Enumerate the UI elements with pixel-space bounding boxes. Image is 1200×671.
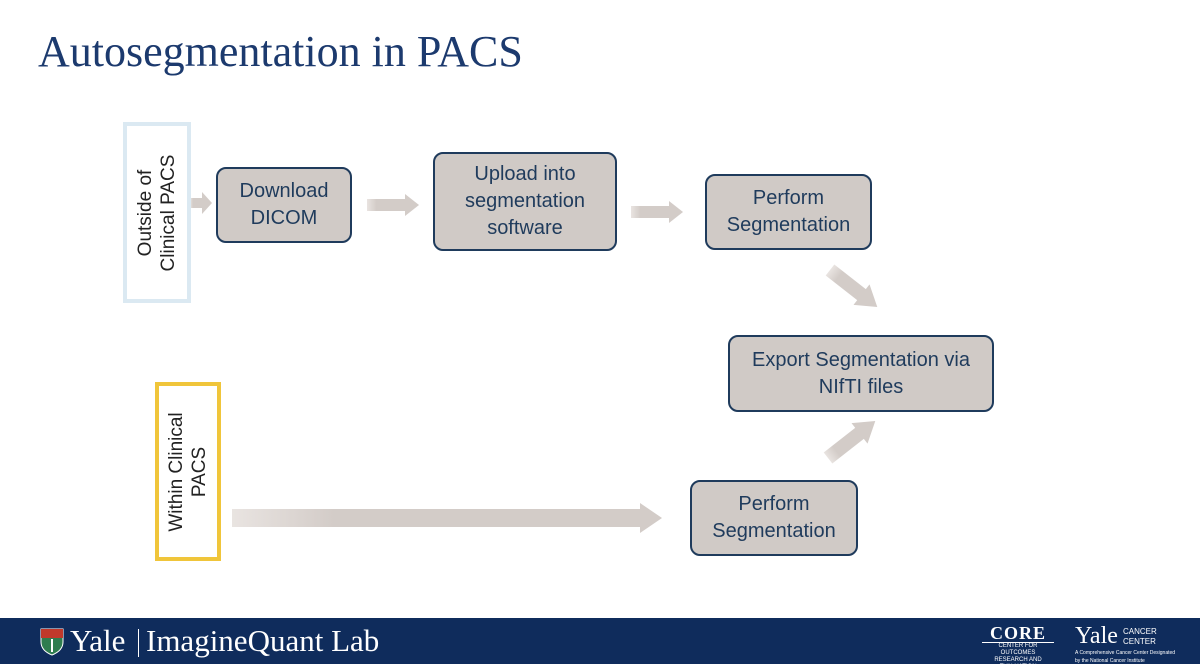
arrow-within-to-perform — [232, 503, 662, 533]
perform-bottom-line2: Segmentation — [712, 520, 836, 542]
perform-top-line2: Segmentation — [726, 214, 851, 236]
yale-shield-icon — [40, 628, 64, 656]
flow-arrows — [190, 192, 878, 533]
core-sub-line2: RESEARCH AND EVALUATION — [994, 657, 1042, 670]
core-sub-line1: CENTER FOR OUTCOMES — [998, 643, 1038, 656]
yale-wordmark: Yale — [70, 623, 126, 658]
lane-within-line1: Within Clinical — [166, 411, 187, 532]
slide-title: Autosegmentation in PACS — [38, 27, 523, 76]
arrow-lane-to-download — [190, 192, 212, 214]
upload-line2: segmentation — [464, 190, 586, 212]
upload-line1: Upload into — [474, 163, 576, 185]
footer-divider — [138, 629, 139, 657]
arrow-bottom-to-export — [823, 421, 876, 464]
arrow-download-to-upload — [367, 194, 419, 216]
export-line2: NIfTI files — [818, 375, 904, 398]
lane-outside-line1: Outside of — [135, 169, 156, 256]
ycc-sub-line2: by the National Cancer Institute — [1075, 658, 1145, 664]
arrow-perform-to-export — [825, 264, 878, 307]
ycc-sub-line1: A Comprehensive Cancer Center Designated — [1075, 650, 1176, 656]
perform-segmentation-top-box: Perform Segmentation — [705, 174, 872, 250]
lab-name: ImagineQuant Lab — [146, 623, 380, 658]
ycc-yale-text: Yale — [1075, 623, 1118, 649]
ycc-cancer-center-text: CANCER CENTER — [1123, 627, 1183, 647]
lane-outside-label: Outside of Clinical PACS — [134, 103, 180, 323]
lane-outside-clinical-pacs: Outside of Clinical PACS — [123, 122, 191, 303]
footer-bar: Yale ImagineQuant Lab CORE CENTER FOR OU… — [0, 618, 1200, 670]
core-logo-text: CORE — [982, 624, 1054, 643]
perform-top-line1: Perform — [752, 187, 825, 209]
perform-bottom-line1: Perform — [738, 493, 810, 515]
download-dicom-line1: Download — [239, 180, 329, 202]
ycc-line1: CANCER — [1123, 627, 1157, 636]
export-line1: Export Segmentation via — [752, 348, 970, 371]
ycc-line2: CENTER — [1123, 637, 1156, 646]
yale-cancer-center-logo: Yale CANCER CENTER A Comprehensive Cance… — [1075, 624, 1195, 664]
upload-line3: software — [487, 217, 563, 239]
upload-software-box: Upload into segmentation software — [433, 152, 617, 251]
lane-within-label: Within Clinical PACS — [165, 362, 211, 582]
lane-within-clinical-pacs: Within Clinical PACS — [155, 382, 221, 561]
lane-outside-line2: Clinical PACS — [158, 154, 179, 271]
download-dicom-box: Download DICOM — [216, 167, 352, 243]
perform-segmentation-bottom-box: Perform Segmentation — [690, 480, 858, 556]
download-dicom-line2: DICOM — [250, 207, 318, 229]
lane-within-line2: PACS — [189, 446, 210, 497]
arrow-upload-to-perform — [631, 201, 683, 223]
export-segmentation-box: Export Segmentation via NIfTI files — [728, 335, 994, 412]
